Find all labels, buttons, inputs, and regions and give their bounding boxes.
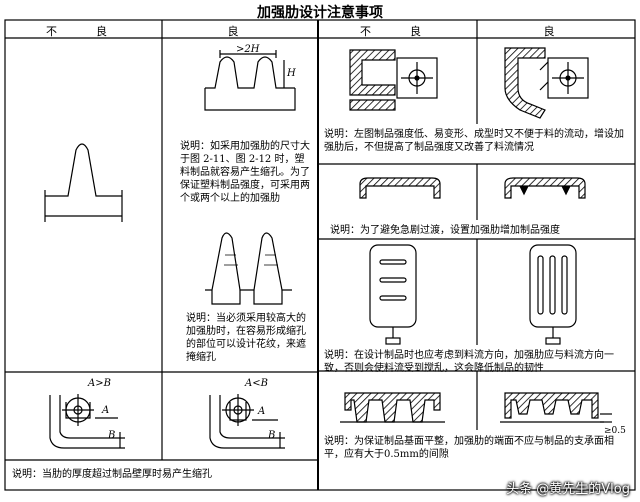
right-note-1: 说明：左图制品强度低、易变形、成型时又不便于料的流动，增设加强肋后，不但提高了制… [324,129,624,153]
good-textured-rib-drawing [205,232,292,305]
right-header-good: 良 [543,25,569,38]
dim-h-label: H [286,68,296,79]
dim-05-label: ≥0.5 [604,426,626,436]
bad-thick-rib-drawing [49,394,125,449]
bad-tall-rib-drawing [44,143,123,222]
bad-box-section-drawing [349,49,438,111]
right-note-4: 说明：为保证制品基面平整，加强肋的端面不应与制品的支承面相平，应有大于0.5mm… [324,436,614,460]
left-header-good: 良 [227,25,253,38]
left-header-bad: 不 良 [46,25,121,38]
left-note-3: 说明：当肋的厚度超过制品壁厚时易产生缩孔 [12,469,212,480]
label-a-gt-b: A>B [88,378,111,389]
right-note-2: 说明：为了避免急剧过渡，设置加强肋增加制品强度 [330,225,560,236]
bad-flow-panel-drawing [369,244,417,345]
label-b-bad: B [108,430,116,441]
bad-base-rib-drawing [340,392,445,423]
good-flow-panel-drawing [529,244,577,345]
good-base-rib-drawing [500,392,612,423]
bad-tray-profile-drawing [359,177,441,199]
label-a-good: A [258,406,266,417]
dim-2h-label: >2H [236,44,260,55]
page-title: 加强肋设计注意事项 [257,5,383,21]
good-double-rib-drawing [204,50,296,111]
right-note-3: 说明：在设计制品时也应考虑到料流方向，加强肋应与料流方向一致，否则会使料流受到搅… [324,350,614,374]
good-box-section-drawing [504,47,589,119]
good-thin-rib-drawing [209,394,285,449]
table-border [4,19,636,491]
left-note-1: 说明：如采用加强肋的尺寸大于图 2-11、图 2-12 时，塑料制品就容易产生缩… [180,141,310,204]
left-note-2: 说明：当必须采用较高大的加强肋时，在容易形成缩孔的部位可以设计花纹，来遮掩缩孔 [186,313,306,363]
watermark: 头条 @黄先生的Vlog [506,482,630,497]
label-b-good: B [268,430,276,441]
good-tray-profile-drawing [504,177,586,199]
label-a-lt-b: A<B [245,378,268,389]
right-header-bad: 不 良 [360,25,435,38]
label-a-bad: A [102,405,110,416]
